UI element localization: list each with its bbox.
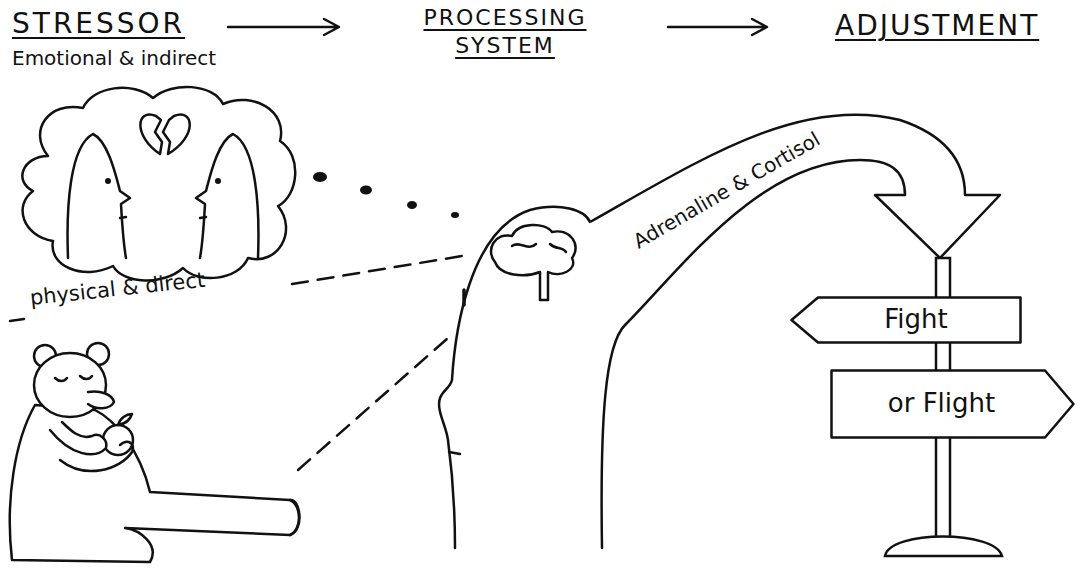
head-mouth <box>449 452 460 454</box>
cloud-heading: Emotional & indirect <box>12 46 300 70</box>
sign-text: Fight <box>884 304 947 335</box>
broken-heart <box>163 115 190 154</box>
stressor-type: physical & direct <box>29 267 207 311</box>
thought-dot <box>313 172 327 182</box>
face-mouth <box>120 217 206 218</box>
stage-heading: ADJUSTMENT <box>835 8 1039 43</box>
thought-dot <box>451 212 459 218</box>
brain-folds <box>512 244 566 252</box>
head-figure <box>439 207 625 548</box>
bear-arm <box>50 422 106 454</box>
thought-dot <box>407 201 417 209</box>
signpost-base <box>885 537 1002 557</box>
sight-lines <box>10 256 462 470</box>
bear-eyes <box>55 376 92 381</box>
apple-leaf <box>118 414 132 425</box>
face-profile <box>196 134 258 258</box>
flow-arrow <box>668 19 767 35</box>
head-outline <box>439 207 590 548</box>
thought-dot <box>360 186 372 195</box>
broken-heart <box>140 115 162 154</box>
thought-cloud: Emotional & indirect <box>8 46 300 284</box>
apple <box>103 425 133 455</box>
bear-body <box>10 405 299 562</box>
dashed-line <box>292 256 462 284</box>
cloud-shape <box>8 46 300 284</box>
board-outline <box>832 371 1074 438</box>
head-outline <box>602 325 625 548</box>
stage-heading: PROCESSING SYSTEM <box>395 4 615 59</box>
face-profile <box>68 134 130 258</box>
dashed-line <box>10 319 24 321</box>
bear-figure <box>10 343 300 562</box>
thought-dots <box>313 172 459 218</box>
face-eye <box>215 178 221 184</box>
sign-text: or Flight <box>888 388 995 419</box>
flow-arrow <box>228 19 339 35</box>
face-eye <box>105 178 111 184</box>
cloud-outline <box>22 87 295 281</box>
sign-board: Fight <box>790 296 1022 344</box>
bear-arm <box>60 442 133 471</box>
bear-snout <box>88 391 114 408</box>
sign-board: or Flight <box>830 369 1075 439</box>
stage-heading: STRESSOR <box>12 6 185 41</box>
dashed-line <box>298 338 448 470</box>
head-eye <box>462 290 466 305</box>
brain-symbol <box>491 225 576 300</box>
bear-foot <box>290 500 299 535</box>
board-outline <box>792 298 1021 343</box>
